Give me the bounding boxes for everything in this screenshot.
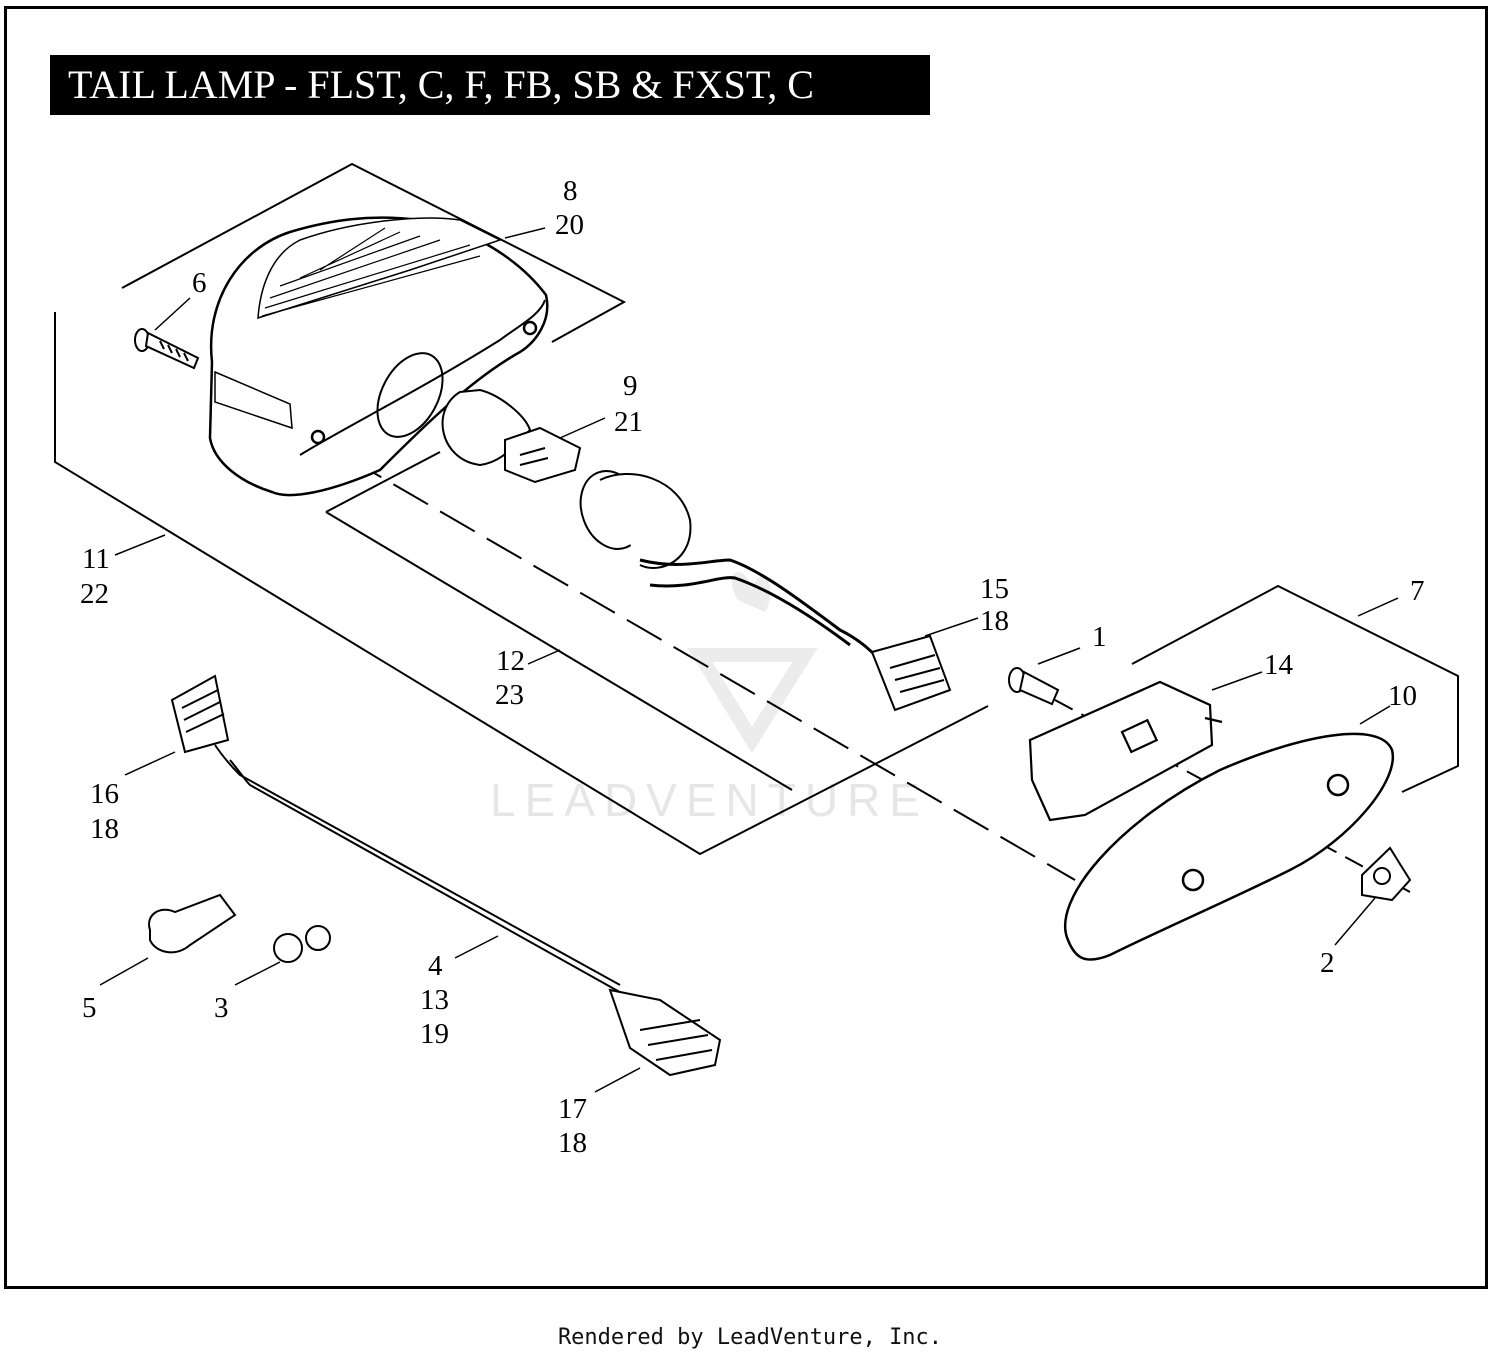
title-bar: TAIL LAMP - FLST, C, F, FB, SB & FXST, C xyxy=(50,55,930,115)
exploded-parts-diagram: LEADVENTURE xyxy=(54,162,1459,1159)
callout-6: 6 xyxy=(192,267,207,299)
callout-11: 11 xyxy=(82,543,110,575)
callout-14: 14 xyxy=(1264,649,1294,681)
part-8-lamp-housing xyxy=(208,216,549,497)
callout-5: 5 xyxy=(82,992,97,1024)
watermark-text: LEADVENTURE xyxy=(490,774,929,826)
callout-18-socket: 18 xyxy=(980,605,1009,637)
part-15-socket-harness xyxy=(579,470,952,712)
callout-13: 13 xyxy=(420,984,449,1016)
diagram-frame xyxy=(4,6,1488,1289)
callout-15: 15 xyxy=(980,573,1009,605)
part-5-clip xyxy=(148,893,237,954)
leader-lines xyxy=(99,227,1399,1093)
callout-16: 16 xyxy=(90,778,119,810)
callout-20: 20 xyxy=(555,209,584,241)
callout-22: 22 xyxy=(80,578,109,610)
callout-18-harness: 18 xyxy=(90,813,119,845)
part-9-bulb xyxy=(441,388,582,484)
part-6-screw xyxy=(134,328,200,370)
callout-21: 21 xyxy=(614,406,643,438)
footer-credit: Rendered by LeadVenture, Inc. xyxy=(557,1325,943,1350)
part-2-nut xyxy=(1361,846,1412,902)
bracket-8-20 xyxy=(121,162,627,343)
watermark-flame-icon xyxy=(731,571,771,612)
part-4-wiring-harness xyxy=(170,674,722,1077)
bracket-11-22 xyxy=(54,312,989,856)
bracket-7 xyxy=(1131,584,1459,793)
callout-18-connector: 18 xyxy=(558,1127,587,1159)
part-10-lens xyxy=(1063,732,1395,961)
callout-2: 2 xyxy=(1320,947,1335,979)
bracket-12-23-top xyxy=(325,451,441,513)
callout-12: 12 xyxy=(496,645,525,677)
callout-23: 23 xyxy=(495,679,524,711)
callout-9: 9 xyxy=(623,370,638,402)
watermark: LEADVENTURE xyxy=(490,571,929,826)
callout-7: 7 xyxy=(1410,575,1425,607)
callout-8: 8 xyxy=(563,175,578,207)
callout-19: 19 xyxy=(420,1018,449,1050)
part-3-clip xyxy=(273,925,331,963)
watermark-logo-icon xyxy=(687,648,818,754)
callout-10: 10 xyxy=(1388,680,1417,712)
callout-3: 3 xyxy=(214,992,229,1024)
center-line-lamp xyxy=(299,429,1076,881)
part-14-bracket xyxy=(1028,680,1223,822)
callout-17: 17 xyxy=(558,1093,587,1125)
part-1-screw xyxy=(1008,667,1060,706)
callout-1: 1 xyxy=(1092,621,1107,653)
diagram-title: TAIL LAMP - FLST, C, F, FB, SB & FXST, C xyxy=(68,62,814,107)
callout-4: 4 xyxy=(428,950,443,982)
